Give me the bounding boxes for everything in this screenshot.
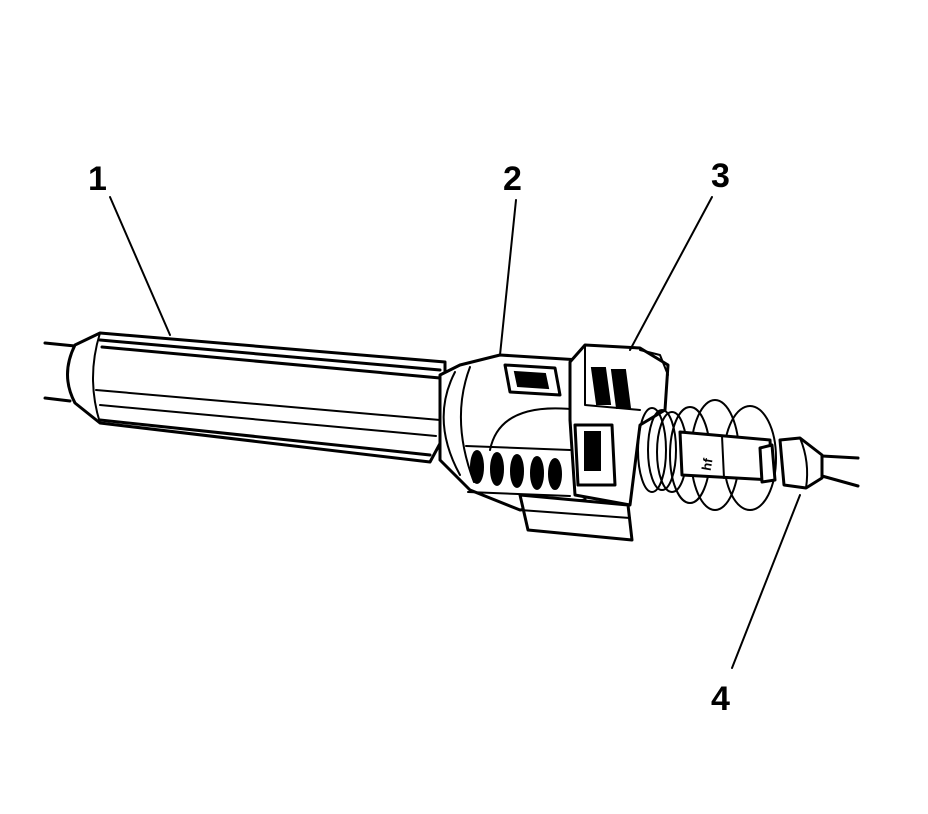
tube-housing [66, 331, 452, 464]
inner-shaft: hf [678, 430, 774, 482]
shaft-marking: hf [699, 456, 716, 471]
callout-2: 2 [503, 160, 522, 198]
leader-line-1 [109, 196, 171, 336]
cable-left [43, 341, 77, 403]
retainer-clip [568, 343, 670, 507]
end-fitting [758, 436, 824, 490]
leader-line-2 [499, 199, 517, 356]
callout-4: 4 [711, 680, 730, 718]
connector-body [438, 353, 634, 542]
leader-line-3 [629, 196, 713, 351]
leader-line-4 [731, 494, 801, 669]
callout-3: 3 [711, 157, 730, 195]
cable-right [820, 454, 860, 488]
callout-1: 1 [88, 160, 107, 198]
